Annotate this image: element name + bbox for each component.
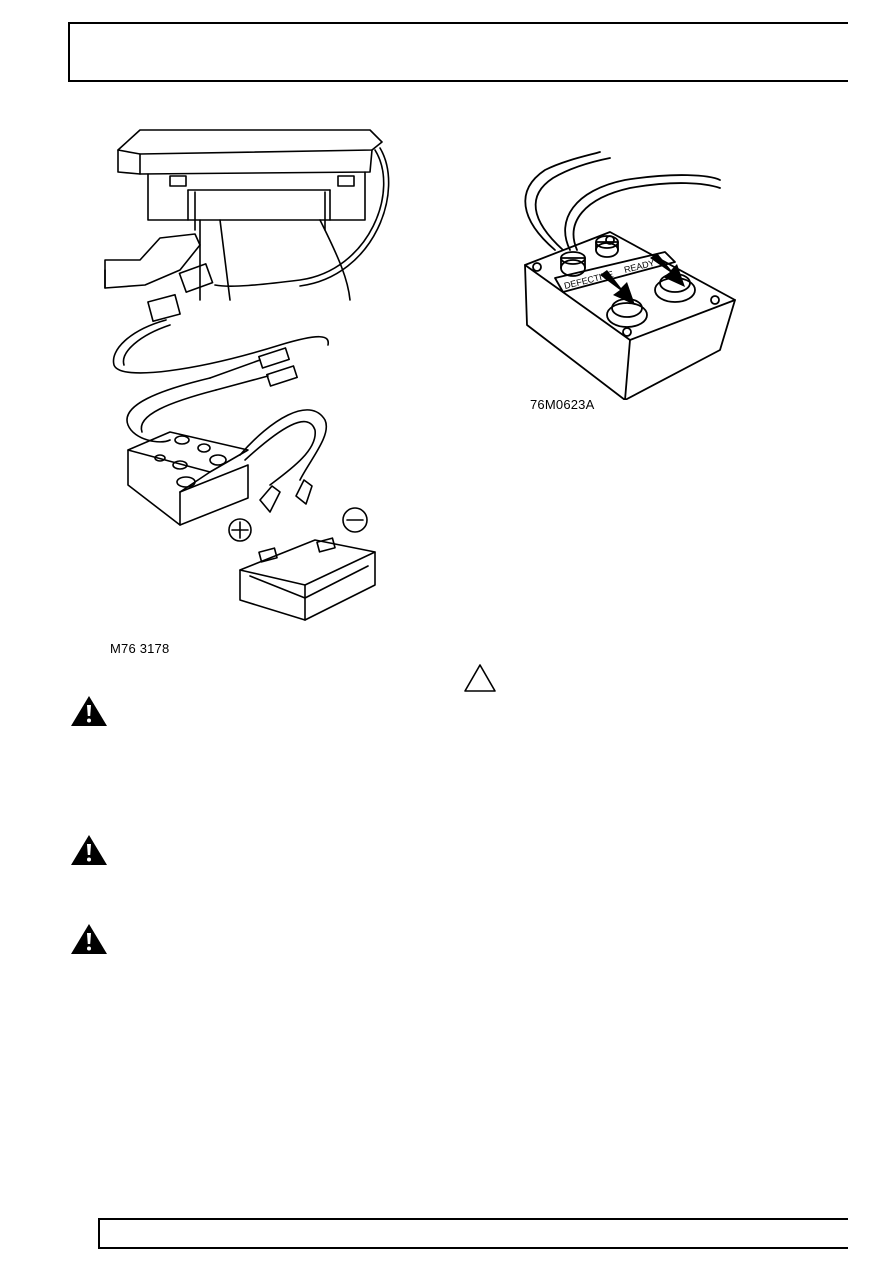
label-defective: DEFECTIVE [563, 269, 614, 291]
warning-filled-icon [71, 924, 107, 954]
figure-deployment-tool-wiring [104, 129, 390, 621]
figure-tool-buttons-closeup: DEFECTIVE READY [524, 151, 736, 400]
figure-right-caption: 76M0623A [530, 397, 595, 412]
figure-left-caption: M76 3178 [110, 641, 170, 656]
page-footer-box [98, 1218, 848, 1249]
caution-outline-icon [464, 664, 496, 692]
warning-filled-icon [71, 696, 107, 726]
page-header-box [68, 22, 848, 82]
warning-filled-icon [71, 835, 107, 865]
